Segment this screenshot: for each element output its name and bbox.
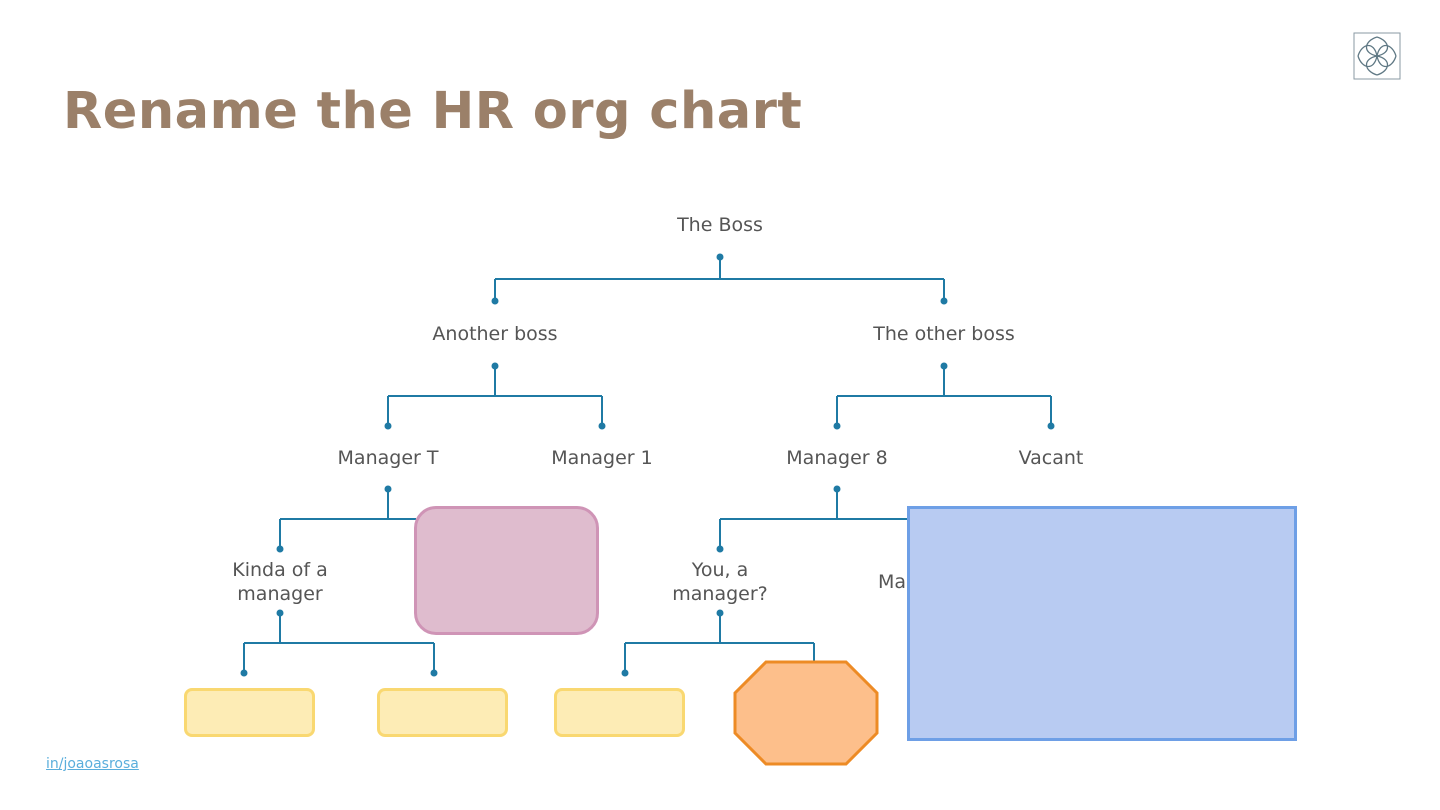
node-manager-t: Manager T — [337, 447, 439, 469]
page-title: Rename the HR org chart — [63, 82, 803, 141]
node-root: The Boss — [677, 214, 763, 236]
node-kinda-manager: Kinda of a manager — [232, 559, 328, 605]
yellow-box-2[interactable] — [377, 688, 508, 737]
blue-rectangle[interactable] — [907, 506, 1297, 741]
node-you-a-manager: You, a manager? — [672, 559, 768, 605]
node-other-boss: The other boss — [873, 323, 1015, 345]
node-partial-ma: Ma — [878, 571, 907, 593]
orange-octagon[interactable] — [733, 660, 879, 766]
node-manager-1: Manager 1 — [551, 447, 653, 469]
linkedin-link[interactable]: in/joaoasrosa — [46, 756, 139, 772]
node-manager-8: Manager 8 — [786, 447, 888, 469]
yellow-box-3[interactable] — [554, 688, 685, 737]
celtic-knot-logo-icon — [1353, 32, 1401, 80]
node-another-boss: Another boss — [432, 323, 558, 345]
yellow-box-1[interactable] — [184, 688, 315, 737]
node-vacant: Vacant — [1018, 447, 1084, 469]
pink-rounded-rectangle[interactable] — [414, 506, 599, 635]
